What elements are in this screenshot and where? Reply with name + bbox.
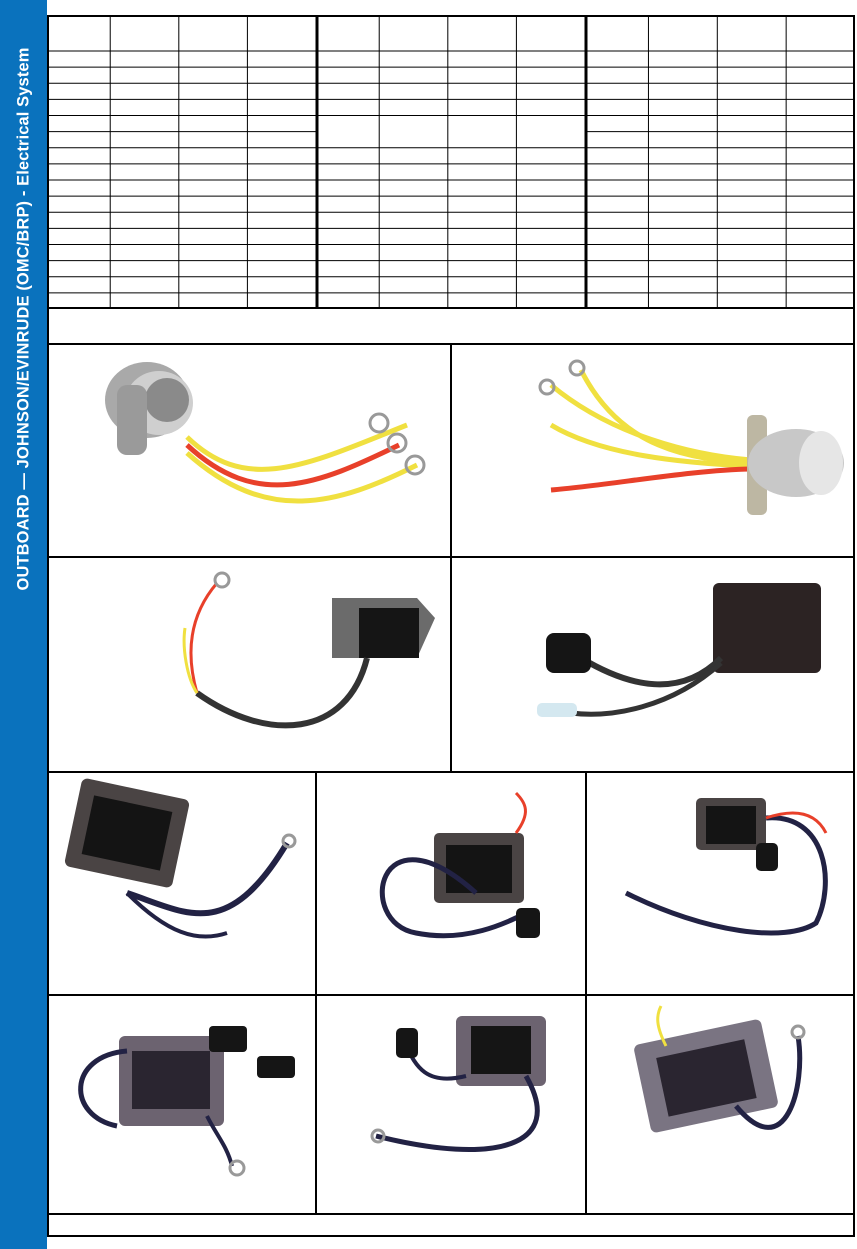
regulator-icon [537, 583, 821, 717]
grid-rule [47, 771, 855, 773]
regulator-icon [379, 791, 540, 939]
regulator-icon [624, 798, 828, 936]
photo-cell [316, 773, 586, 995]
sidebar-title: OUTBOARD — JOHNSON/EVINRUDE (OMC/BRP) - … [14, 47, 32, 590]
grid-rule [47, 1213, 855, 1215]
regulator-icon [370, 1016, 546, 1152]
photo-cell [47, 345, 451, 557]
photo-cell [47, 996, 316, 1214]
photo-cell [47, 558, 451, 772]
sidebar-band: OUTBOARD — JOHNSON/EVINRUDE (OMC/BRP) - … [0, 0, 47, 1249]
caption-band-rule [47, 343, 855, 345]
photo-cell [451, 345, 855, 557]
regulator-icon [64, 778, 297, 939]
photo-cell [586, 773, 855, 995]
grid-divider [315, 773, 317, 1214]
regulator-icon [182, 571, 435, 729]
grid-divider [585, 773, 587, 1214]
photo-cell [316, 996, 586, 1214]
regulator-icon [78, 1026, 295, 1177]
photo-row-4 [47, 996, 855, 1214]
rectifier-round-icon [105, 362, 426, 504]
grid-divider [450, 345, 452, 772]
page-frame [47, 15, 855, 1237]
photo-row-1 [47, 345, 855, 557]
photo-row-2 [47, 558, 855, 772]
photo-cell [451, 558, 855, 772]
photo-cell [586, 996, 855, 1214]
photo-row-3 [47, 773, 855, 995]
spec-table-grid [47, 15, 855, 309]
spec-table [47, 15, 855, 309]
rectifier-round-icon [538, 359, 844, 515]
regulator-icon [634, 1005, 806, 1133]
photo-cell [47, 773, 316, 995]
table-bottom-rule [47, 307, 855, 309]
grid-rule [47, 994, 855, 996]
